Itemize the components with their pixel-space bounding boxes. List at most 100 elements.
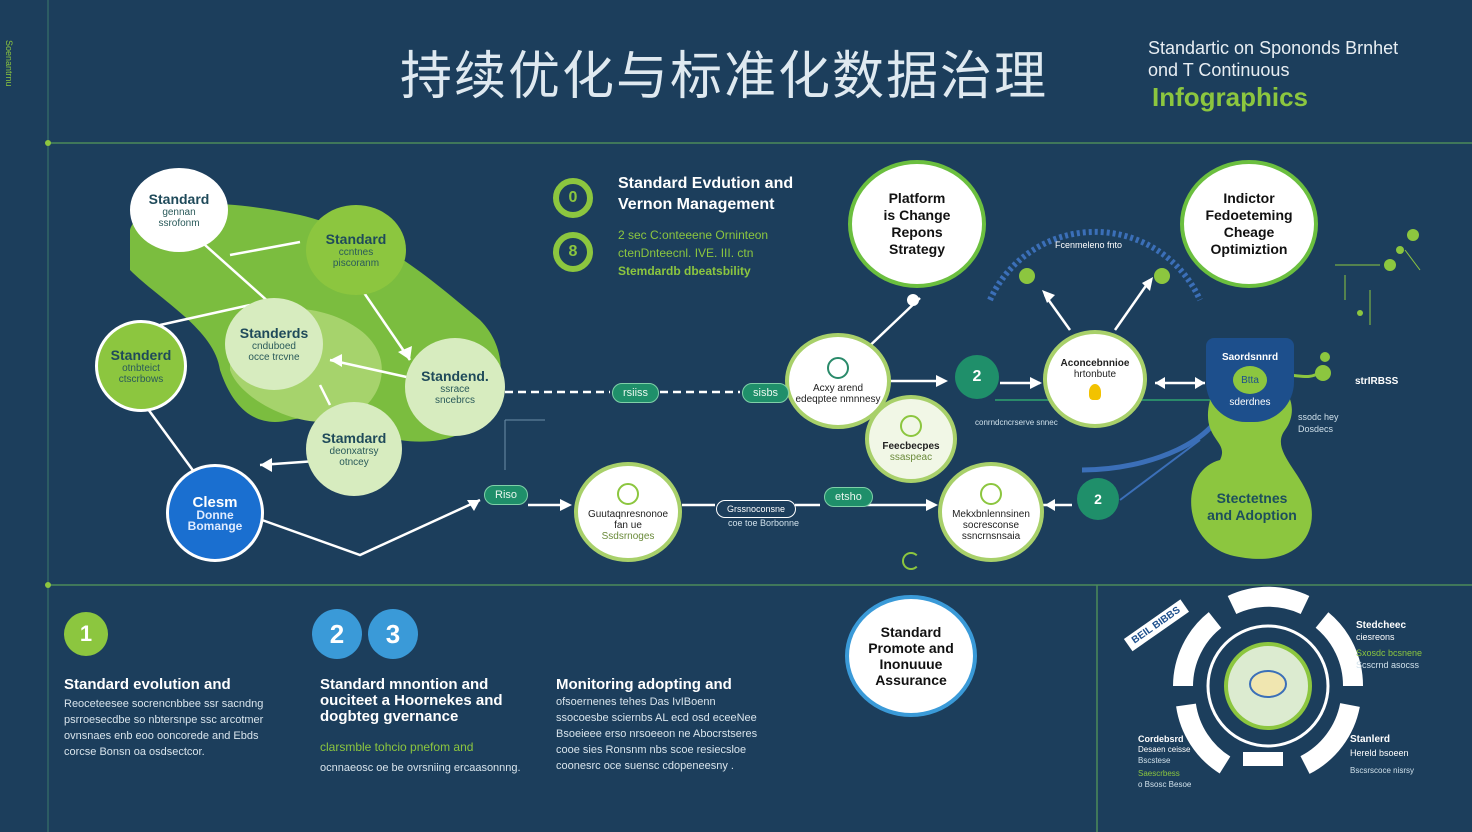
node-sub: Donne xyxy=(196,507,234,522)
node-sub: ssrace xyxy=(440,383,470,395)
version-title-2: Vernon Management xyxy=(618,196,775,213)
node-title: Clesm xyxy=(192,493,238,511)
version-line-1: 2 sec C:onteeene Orninteon xyxy=(618,228,769,242)
node-sub: ssaspeac xyxy=(889,452,933,463)
node-standard-contract: Standard ccntnes piscoranm xyxy=(306,205,406,295)
right-label-1: strIRBSS xyxy=(1355,376,1399,387)
node-standerd-criterion: Standerd otnbteict ctscrbows xyxy=(95,320,187,412)
col2-green: clarsmble tohcio pnefom and xyxy=(320,740,474,754)
node-sub: fan ue xyxy=(614,519,642,531)
node-title: Stamdard xyxy=(321,429,387,446)
pill-2: sisbs xyxy=(742,383,790,403)
version-num-bottom: 8 xyxy=(568,243,578,260)
node-title: Standard Promote and Inonuuue Assurance xyxy=(868,624,954,688)
node-sub: otncey xyxy=(339,456,369,468)
pill-5: etsho xyxy=(824,487,873,507)
node-title: Saordsnnrd xyxy=(1221,352,1279,363)
node-sub: edeqptee nmnnesy xyxy=(795,394,881,405)
leaf-icon xyxy=(617,482,639,505)
node-sub: ssncrnsnsaia xyxy=(961,530,1021,542)
leaf-icon xyxy=(827,357,849,379)
node-title: Standerd xyxy=(110,346,172,363)
node-sub: gennan xyxy=(162,206,196,218)
ring-label-tr2: ciesreons xyxy=(1356,632,1395,642)
version-title-1: Standard Evdution and xyxy=(618,175,794,192)
node-title: Standend. xyxy=(421,367,489,384)
node-sub: piscoranm xyxy=(332,257,380,269)
brand-line-1: Standartic on Spononds Brnhet xyxy=(1148,38,1399,58)
node-standend-ssrace: Standend. ssrace sncebrcs xyxy=(405,338,505,436)
node-title: Guutaqnresnonoe xyxy=(587,508,669,520)
leaf-icon xyxy=(980,482,1002,505)
ring-label-br3: Bscsrscoce nisrsy xyxy=(1350,766,1415,775)
node-promote: Standard Promote and Inonuuue Assurance xyxy=(845,595,977,717)
node-sub: deonxatrsy xyxy=(329,445,379,457)
col3-line-2: ssocoesbe sciernbs AL ecd osd eceeNee xyxy=(556,712,757,724)
node-sub: sderdnes xyxy=(1229,397,1271,408)
node-clesm: Clesm Donne Bomange xyxy=(166,464,264,562)
node-sub: ssrofonm xyxy=(158,217,200,229)
col3-head: Monitoring adopting and xyxy=(556,676,732,693)
node-mid-2: Feecbecpes ssaspeac xyxy=(865,395,957,483)
pill-3: Riso xyxy=(484,485,529,505)
brand-line-2: ond T Continuous xyxy=(1148,60,1290,80)
col3-line-1: ofsoernenes tehes Das IvIBoenn xyxy=(556,696,716,708)
ring-label-bl1: Cordebsrd xyxy=(1138,734,1184,744)
node-stamard-deconcs: Stamdard deonxatrsy otncey xyxy=(306,402,402,496)
ring-label-bl4: Saescrbess xyxy=(1138,769,1180,778)
ring-label: Fcenmeleno fnto xyxy=(1055,240,1123,250)
lightbulb-icon xyxy=(1089,384,1101,400)
side-label: Soenantrnu xyxy=(4,40,14,87)
col3-line-3: Bsoeieee erso nrsoeeon ne Abocrstseres xyxy=(556,728,758,740)
right-label-2: ssodc hey xyxy=(1298,412,1339,422)
node-title: Feecbecpes xyxy=(882,441,940,452)
right-label-3: Dosdecs xyxy=(1298,424,1334,434)
col2-head-3: dogbteg gvernance xyxy=(320,708,459,725)
node-sub: sncebrcs xyxy=(434,394,475,406)
node-center: Aconcebnnioe hrtonbute xyxy=(1043,330,1147,428)
ring-label-bl3: Bscstese xyxy=(1138,756,1171,765)
node-standerds-conduct: Standerds cnduboed occe trcvne xyxy=(225,298,323,390)
col3-line-4: cooe sies Ronsnm nbs scoe resiecsloe xyxy=(556,744,747,756)
node-sub: ctscrbows xyxy=(118,373,164,385)
step-num-3: 3 xyxy=(368,609,418,659)
ring-label-tr4: Scscrnd asocss xyxy=(1356,660,1420,670)
col1-head: Standard evolution and xyxy=(64,676,231,693)
col2-head-2: ouciteet a Hoornekes and xyxy=(320,692,503,709)
node-sub: ccntnes xyxy=(338,246,374,258)
node-sub: otnbteict xyxy=(122,362,160,374)
col1-line-4: corcse Bonsn oa osdsectcor. xyxy=(64,746,205,758)
col2-line-1: ocnnaeosc oe be ovrsniing ercaasonnng. xyxy=(320,762,521,774)
step-bubble-ring: 2 xyxy=(1077,478,1119,520)
node-blue: Saordsnnrd Btta sderdnes xyxy=(1206,338,1294,422)
blue-node-inner: Btta xyxy=(1233,366,1267,394)
node-platform: Platform is Change Repons Strategy xyxy=(848,160,986,288)
version-line-2: ctenDnteecnl. IVE. III. ctn xyxy=(618,246,754,260)
node-title: Platform is Change Repons Strategy xyxy=(883,190,951,257)
leaf-icon xyxy=(900,415,922,437)
col1-line-3: ovnsnaes enb eoo ooncorede and Ebds xyxy=(64,730,259,742)
node-title: Aconcebnnioe xyxy=(1060,358,1130,369)
step-num-1: 1 xyxy=(64,612,108,656)
col3-line-5: coonesrc oce suensc cdopeneesny . xyxy=(556,760,734,772)
node-indicator: Indictor Fedoeteming Cheage Optimiztion xyxy=(1180,160,1318,288)
brand-line-3: Infographics xyxy=(1152,82,1309,112)
node-title: Indictor Fedoeteming Cheage Optimiztion xyxy=(1205,190,1293,257)
version-line-3: Stemdardb dbeatsbility xyxy=(618,264,751,278)
node-sub: hrtonbute xyxy=(1073,369,1117,380)
ring-label-tr3: Sxosdc bcsnene xyxy=(1356,648,1423,658)
node-low-1: Guutaqnresnonoe fan ue Ssdsrnoges xyxy=(574,462,682,562)
node-sub: Bomange xyxy=(187,518,243,533)
ring-label-tr1: Stedcheec xyxy=(1356,620,1407,631)
node-adoption: Stectetnes and Adoption xyxy=(1190,490,1314,524)
node-standard-gennan: Standard gennan ssrofonm xyxy=(130,168,228,252)
ring-label-br1: Stanlerd xyxy=(1350,734,1391,745)
node-title: Standerds xyxy=(239,324,309,341)
node-sub: cnduboed xyxy=(252,340,296,352)
version-icon: 0 8 xyxy=(553,178,599,278)
ring-label-bl5: o Bsosc Besoe xyxy=(1138,780,1192,789)
node-low-2: Mekxbnlennsinen socresconse ssncrnsnsaia xyxy=(938,462,1044,562)
col2-head-1: Standard mnontion and xyxy=(320,676,489,693)
ring-label-bl2: Desaen ceisse xyxy=(1138,745,1191,754)
